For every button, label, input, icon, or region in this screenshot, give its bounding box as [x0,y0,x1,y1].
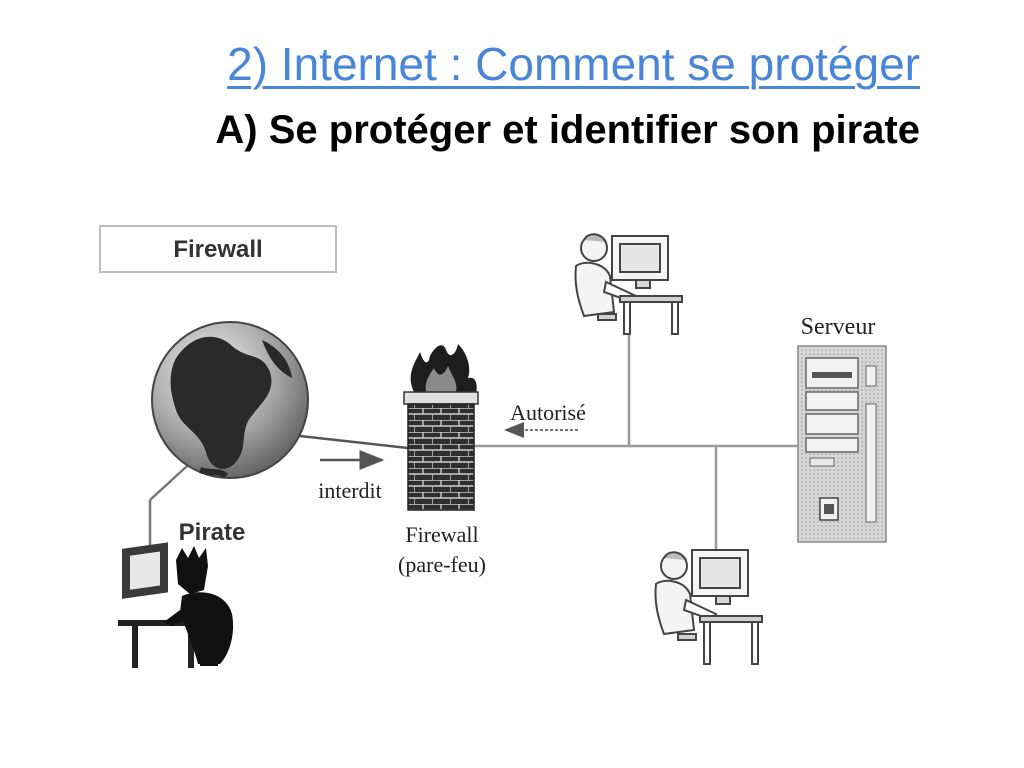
server-tower-icon [797,345,887,543]
firewall-caption-line2: (pare-feu) [398,552,486,577]
allowed-label: Autorisé [510,400,586,425]
pirate-figure-icon [118,542,234,668]
slide-title: 2) Internet : Comment se protéger [227,38,920,90]
internet-globe-icon [151,321,309,479]
slide-subtitle: A) Se protéger et identifier son pirate [215,108,920,152]
firewall-box-title: Firewall [173,236,262,263]
firewall-wall-icon [403,344,479,511]
workstation-top-icon [574,233,683,335]
pirate-label: Pirate [179,519,246,546]
network-lines [148,330,810,570]
workstation-bottom-icon [654,549,763,665]
firewall-title-box: Firewall [99,225,337,273]
forbidden-label: interdit [318,478,382,503]
server-label: Serveur [801,314,876,340]
firewall-caption-line1: Firewall [405,522,478,547]
